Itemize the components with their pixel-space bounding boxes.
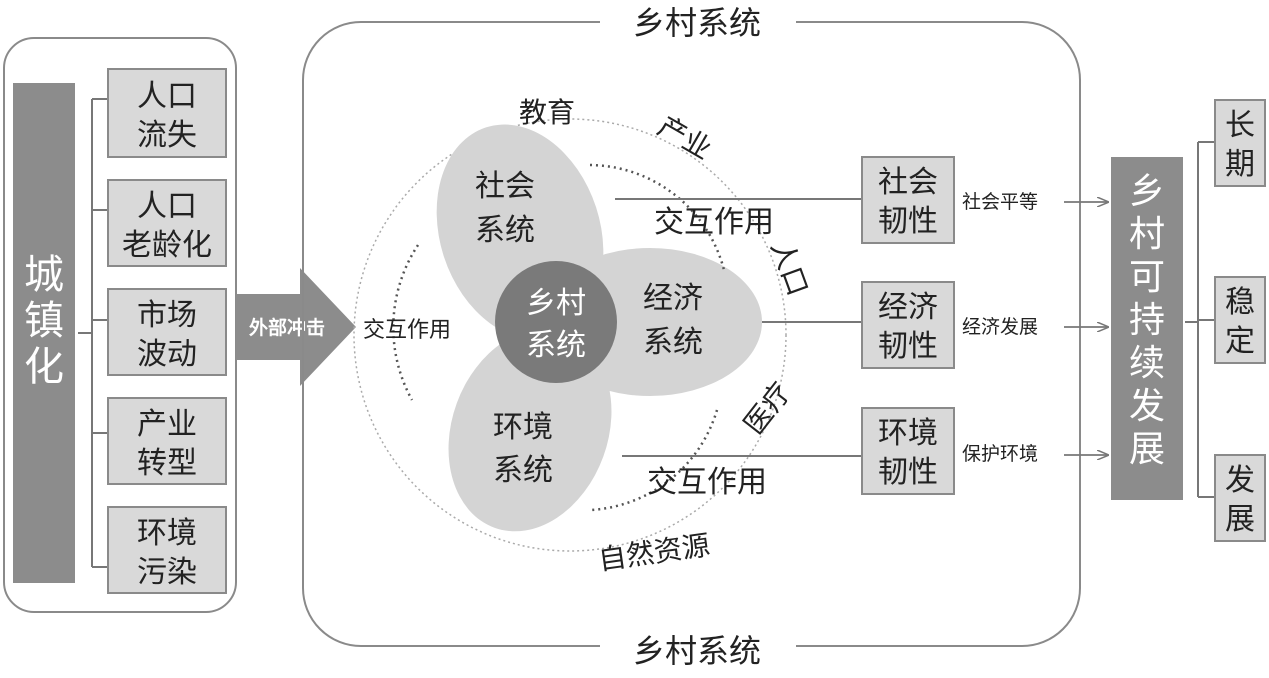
urbanization-title: 城镇化 — [24, 252, 64, 390]
svg-text:展: 展 — [1129, 429, 1165, 470]
external-shock-arrow — [236, 268, 356, 386]
social-system-label-1: 社会 — [475, 169, 535, 204]
sustainable-development-label: 乡 村 可 持 续 发 展 — [1129, 171, 1165, 470]
medical-label: 医疗 — [737, 376, 797, 440]
factor-industry: 产业 转型 — [107, 397, 227, 485]
svg-text:人口: 人口 — [764, 236, 814, 300]
factor-label-2: 转型 — [137, 446, 197, 481]
education-label: 教育 — [519, 96, 575, 129]
effect-label-environment: 保护环境 — [962, 443, 1038, 465]
external-shock-label: 外部冲击 — [249, 316, 325, 339]
rural-system-core — [495, 261, 617, 383]
factor-population-loss: 人口 流失 — [107, 68, 227, 158]
resilience-economic: 经济 韧性 — [861, 281, 955, 369]
outcome-long-term: 长 期 — [1214, 99, 1266, 187]
svg-text:乡: 乡 — [1129, 171, 1165, 212]
natural-resources-label: 自然资源 — [596, 528, 712, 576]
resilience-environment: 环境 韧性 — [861, 407, 955, 495]
outcome-development: 发 展 — [1214, 454, 1266, 542]
effect-label-social: 社会平等 — [962, 191, 1038, 213]
effect-arrows — [1064, 202, 1108, 455]
interaction-circle — [353, 118, 787, 552]
factor-label-1: 人口 — [137, 189, 197, 224]
factor-label-2: 老龄化 — [122, 228, 212, 263]
environment-system-label-1: 环境 — [493, 410, 553, 445]
social-system-label-2: 系统 — [475, 213, 535, 248]
factor-list: 人口 流失 人口 老龄化 市场 波动 产业 转型 环境 污染 — [107, 68, 227, 594]
core-label-2: 系统 — [526, 328, 586, 363]
outcome-label-1: 稳 — [1225, 285, 1255, 320]
factor-label-1: 市场 — [137, 298, 197, 333]
population-label: 人口 — [764, 236, 814, 300]
economic-system-label-1: 经济 — [643, 281, 703, 316]
resilience-label-1: 社会 — [878, 165, 938, 200]
factor-label-2: 污染 — [137, 555, 197, 590]
urbanization-bracket — [78, 98, 107, 568]
urbanization-bar — [13, 83, 75, 583]
svg-text:可: 可 — [1129, 257, 1165, 298]
interaction-arcs — [392, 163, 726, 512]
resilience-social: 社会 韧性 — [861, 156, 955, 244]
factor-label-2: 波动 — [137, 337, 197, 372]
outcome-label-2: 期 — [1225, 147, 1255, 182]
resilience-label-2: 韧性 — [878, 204, 938, 239]
svg-text:续: 续 — [1129, 343, 1165, 384]
resilience-label-1: 经济 — [878, 290, 938, 325]
resilience-connectors — [615, 198, 862, 457]
resilience-label-2: 韧性 — [878, 455, 938, 490]
resilience-label-2: 韧性 — [878, 329, 938, 364]
outcome-label-1: 发 — [1225, 463, 1255, 498]
economic-system-label-2: 系统 — [643, 325, 703, 360]
svg-text:持: 持 — [1129, 300, 1165, 341]
interaction-label-upper: 交互作用 — [654, 205, 774, 240]
resilience-label-1: 环境 — [878, 416, 938, 451]
factor-label-1: 人口 — [137, 79, 197, 114]
factor-pollution: 环境 污染 — [107, 506, 227, 594]
factor-label-1: 产业 — [137, 407, 197, 442]
factor-aging: 人口 老龄化 — [107, 179, 227, 267]
effect-label-economic: 经济发展 — [962, 316, 1038, 338]
outcome-label-1: 长 — [1225, 108, 1255, 143]
factor-label-2: 流失 — [137, 118, 197, 153]
outcome-stable: 稳 定 — [1214, 276, 1266, 364]
factor-label-1: 环境 — [137, 516, 197, 551]
environment-system-label-2: 系统 — [493, 453, 553, 488]
svg-text:村: 村 — [1129, 214, 1165, 255]
interaction-label-lower: 交互作用 — [647, 465, 767, 500]
outcome-bracket — [1185, 141, 1215, 498]
outcome-label-2: 定 — [1225, 324, 1255, 359]
interaction-label-left: 交互作用 — [363, 318, 451, 343]
factor-market: 市场 波动 — [107, 288, 227, 376]
rural-system-title-top: 乡村系统 — [633, 4, 761, 42]
sustainable-development-bar — [1111, 157, 1183, 500]
industry-label: 产业 — [652, 109, 717, 166]
core-label-1: 乡村 — [526, 286, 586, 321]
rural-system-title-bottom: 乡村系统 — [633, 632, 761, 670]
outcome-label-2: 展 — [1225, 502, 1255, 537]
svg-text:发: 发 — [1129, 386, 1165, 427]
